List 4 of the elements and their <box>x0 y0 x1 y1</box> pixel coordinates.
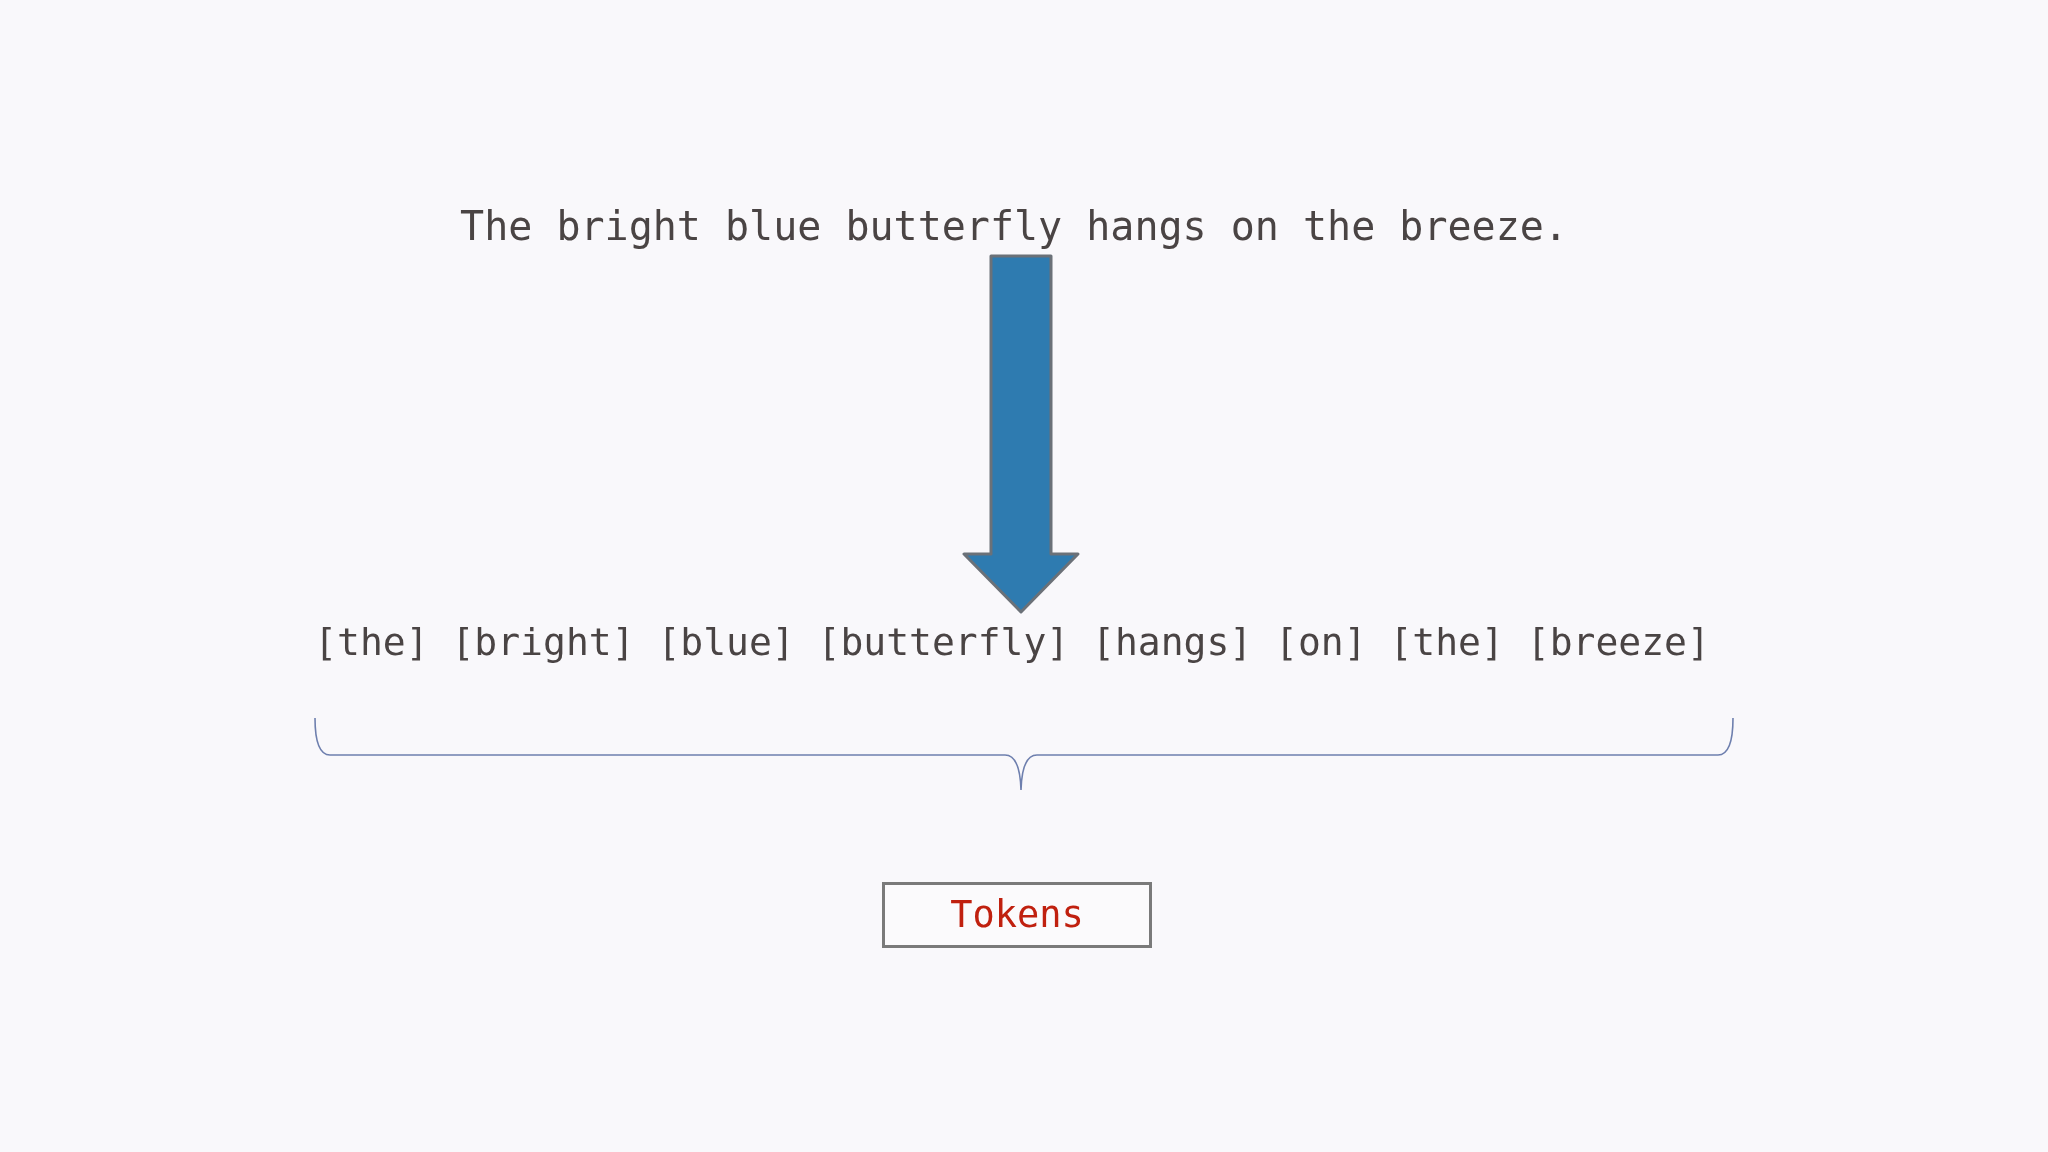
sentence-text: The bright blue butterfly hangs on the breeze. <box>414 196 1614 256</box>
label-box: Tokens <box>882 882 1152 948</box>
token-sequence: [the] [bright] [blue] [butterfly] [hangs] [on] [the] [breeze] <box>262 612 1762 672</box>
block-arrow <box>962 254 1080 614</box>
